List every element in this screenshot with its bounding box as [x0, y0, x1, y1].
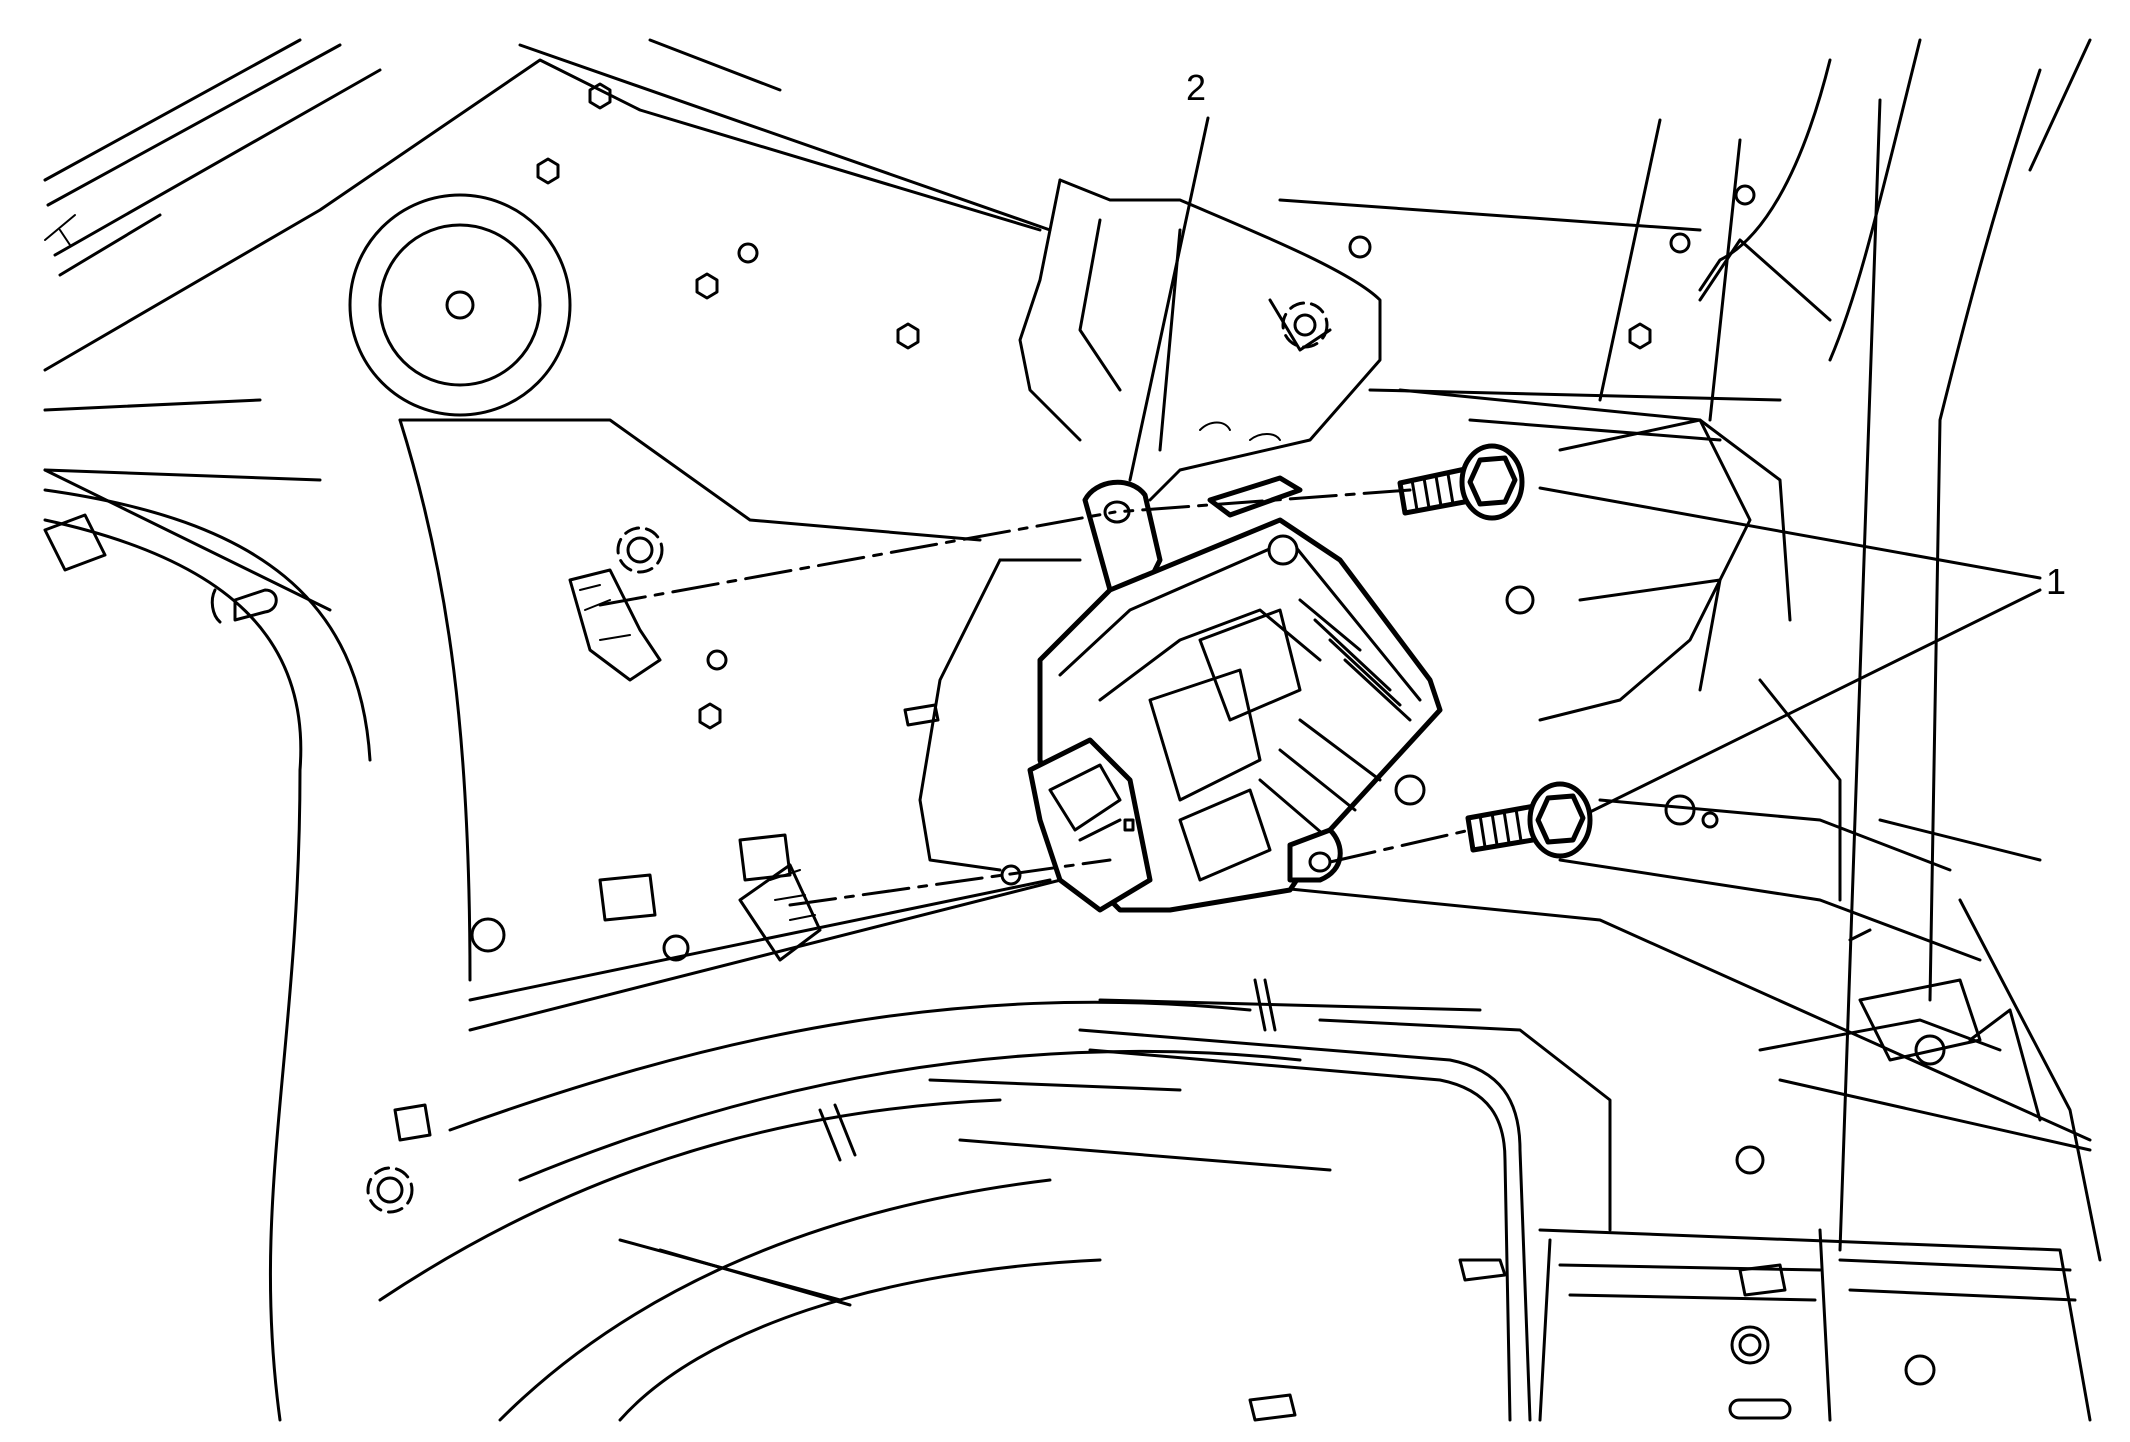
callout-label-2: 2 [1186, 67, 1206, 108]
body-panel-linework [43, 38, 2102, 1422]
panel-fasteners [43, 82, 1936, 1386]
fastener-bolt-upper [1397, 443, 1525, 521]
leader-lines [1128, 116, 2042, 814]
callout-label-1: 1 [2046, 561, 2066, 602]
panel-studs [210, 588, 1792, 1422]
control-module [1027, 475, 1443, 913]
alignment-lines [598, 488, 1472, 907]
fastener-bolt-lower [1465, 781, 1593, 859]
mounting-bracket [918, 178, 1382, 872]
